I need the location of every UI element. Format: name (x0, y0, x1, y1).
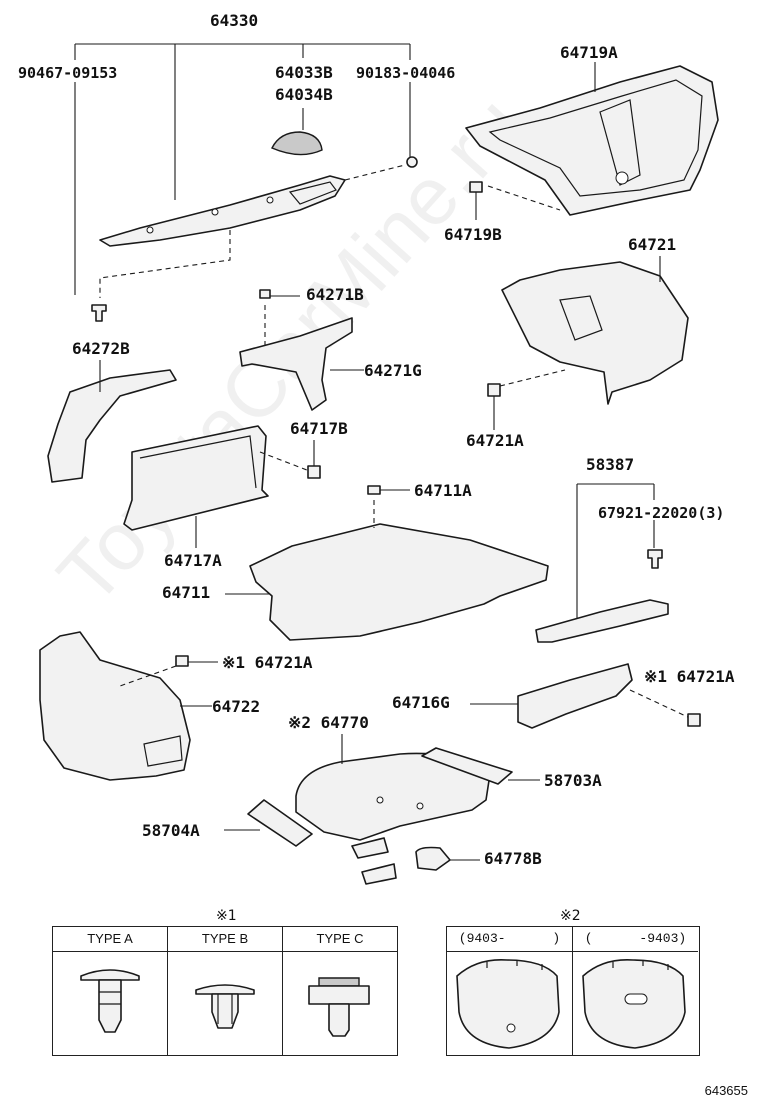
label-64717a: 64717A (164, 551, 222, 570)
trim-64272b (47, 360, 177, 483)
clip-90467 (91, 304, 107, 322)
leader-64330 (74, 43, 411, 295)
label-64330: 64330 (210, 11, 259, 30)
cover-early-drawing (456, 959, 560, 1049)
clip-64717b (307, 440, 321, 479)
type-a-clip-drawing (80, 969, 140, 1033)
clip-64719b (469, 181, 483, 220)
cover-64033b (271, 131, 323, 156)
label-64716g: 64716G (392, 693, 450, 712)
label-58704a: 58704A (142, 821, 200, 840)
label-64711: 64711 (162, 583, 211, 602)
label-64722: 64722 (212, 697, 261, 716)
label-64717b: 64717B (290, 419, 348, 438)
floor-mat-64711 (225, 523, 549, 641)
label-90467-09153: 90467-09153 (18, 64, 118, 82)
table1-mark: ※1 (216, 908, 237, 924)
label-64719b: 64719B (444, 225, 502, 244)
type-b-cell: TYPE B (168, 927, 283, 1055)
label-67921-22020: 67921-22020(3) (598, 504, 725, 522)
trim-58387 (535, 599, 669, 643)
package-tray-trim (99, 175, 346, 247)
label-64721a-mid: ※1 64721A (222, 653, 313, 672)
clip-64721a-top (487, 383, 501, 430)
type-b-header: TYPE B (168, 927, 282, 952)
trunk-lid-trim (465, 62, 719, 216)
type-a-header: TYPE A (53, 927, 167, 952)
trim-64716g (470, 663, 633, 729)
label-64034b: 64034B (275, 85, 333, 104)
figure-number: 643655 (704, 1083, 748, 1098)
type-c-cell: TYPE C (283, 927, 397, 1055)
label-64271g: 64271G (364, 361, 422, 380)
label-64770: ※2 64770 (288, 713, 369, 732)
label-64721a-right: ※1 64721A (644, 667, 735, 686)
label-58387: 58387 (586, 455, 635, 474)
label-90183-04046: 90183-04046 (356, 64, 456, 82)
type-c-clip-drawing (308, 977, 370, 1037)
label-64711a: 64711A (414, 481, 472, 500)
clip-64271b (259, 289, 300, 299)
table2-mark: ※2 (560, 908, 581, 924)
side-trim-64721 (501, 256, 689, 405)
type-c-header: TYPE C (283, 927, 397, 952)
trim-64717a (123, 425, 269, 548)
clip-64711a (367, 485, 410, 528)
spare-tire-cover-64770 (295, 734, 491, 841)
pad-58703a (421, 747, 540, 785)
label-64272b: 64272B (72, 339, 130, 358)
version-early-header: (9403- ) (447, 927, 572, 952)
label-64271b: 64271B (306, 285, 364, 304)
label-58703a: 58703A (544, 771, 602, 790)
cover-version-table: (9403- ) ( -9403) (446, 926, 700, 1056)
side-trim-64722 (39, 631, 212, 781)
type-b-clip-drawing (195, 984, 255, 1029)
cover-64778b (351, 837, 480, 885)
label-64721: 64721 (628, 235, 677, 254)
clip-90183 (406, 156, 418, 168)
label-64719a: 64719A (560, 43, 618, 62)
label-64721a-top: 64721A (466, 431, 524, 450)
type-a-cell: TYPE A (53, 927, 168, 1055)
version-late-cell: ( -9403) (573, 927, 698, 1055)
clip-67921 (647, 549, 663, 569)
pad-58704a (224, 799, 313, 847)
version-early-cell: (9403- ) (447, 927, 573, 1055)
clip-64721a-right (687, 713, 701, 727)
trim-64271g (239, 317, 364, 411)
clip-type-table: TYPE A TYPE B TYPE C (52, 926, 398, 1056)
version-late-header: ( -9403) (573, 927, 698, 952)
leader-58387 (576, 483, 655, 620)
cover-late-drawing (582, 959, 686, 1049)
clip-64721a-mid (119, 655, 218, 687)
label-64778b: 64778B (484, 849, 542, 868)
label-64033b: 64033B (275, 63, 333, 82)
